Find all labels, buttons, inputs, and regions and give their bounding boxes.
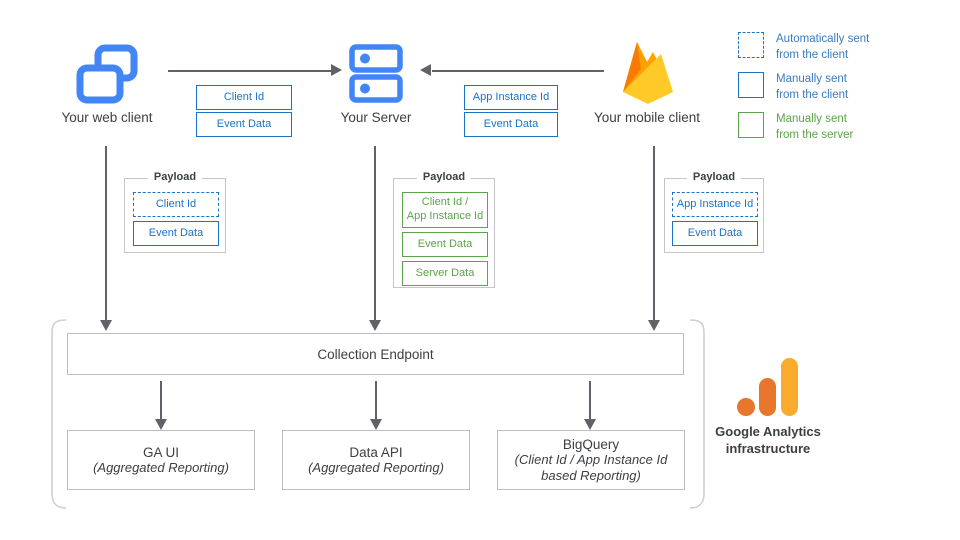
arrow-web-down-head bbox=[100, 320, 112, 331]
arrow-endpoint-to-bigquery-line bbox=[589, 381, 591, 421]
output-subtitle-ga-ui: (Aggregated Reporting) bbox=[93, 459, 229, 475]
firebase-flame-icon bbox=[617, 38, 679, 106]
legend-swatch-green-icon bbox=[738, 112, 764, 138]
arrow-web-down-line bbox=[105, 146, 107, 322]
legend-item-automatically-sent-client: Automatically sent from the client bbox=[738, 32, 869, 63]
arrow-server-down-head bbox=[369, 320, 381, 331]
browser-windows-icon bbox=[76, 42, 138, 104]
payload-group-server: Payload Client Id / App Instance Id Even… bbox=[393, 171, 495, 288]
output-box-data-api[interactable]: Data API (Aggregated Reporting) bbox=[282, 430, 470, 490]
arrow-web-to-server-line bbox=[168, 70, 333, 72]
web-client-label: Your web client bbox=[61, 110, 153, 125]
legend-label-manually-sent-client: Manually sent from the client bbox=[776, 73, 849, 101]
payload-item-server-ids: Client Id / App Instance Id bbox=[402, 192, 488, 228]
legend-item-manually-sent-server: Manually sent from the server bbox=[738, 112, 853, 143]
payload-item-mobile-app-instance-id: App Instance Id bbox=[672, 192, 758, 217]
server-racks-icon bbox=[348, 44, 404, 104]
collection-endpoint-label: Collection Endpoint bbox=[317, 346, 434, 362]
payload-item-web-client-id: Client Id bbox=[133, 192, 219, 217]
legend-label-manually-sent-server: Manually sent from the server bbox=[776, 113, 854, 141]
ga-infrastructure-caption: Google Analytics infrastructure bbox=[715, 424, 821, 456]
payload-item-web-event-data: Event Data bbox=[133, 221, 219, 246]
transit-chip-client-id: Client Id bbox=[196, 85, 292, 110]
payload-title-server: Payload bbox=[416, 171, 472, 183]
arrow-endpoint-to-ga-ui-line bbox=[160, 381, 162, 421]
payload-item-mobile-event-data: Event Data bbox=[672, 221, 758, 246]
legend-item-manually-sent-client: Manually sent from the client bbox=[738, 72, 848, 103]
output-subtitle-bigquery: (Client Id / App Instance Id based Repor… bbox=[514, 452, 668, 483]
arrow-endpoint-to-data-api-line bbox=[375, 381, 377, 421]
arrow-endpoint-to-data-api-head bbox=[370, 419, 382, 430]
arrow-mobile-down-line bbox=[653, 146, 655, 322]
transit-chip-event-data-mobile: Event Data bbox=[464, 112, 558, 137]
output-box-bigquery[interactable]: BigQuery (Client Id / App Instance Id ba… bbox=[497, 430, 685, 490]
payload-item-server-data: Server Data bbox=[402, 261, 488, 286]
payload-item-server-event-data: Event Data bbox=[402, 232, 488, 257]
arrow-endpoint-to-bigquery-head bbox=[584, 419, 596, 430]
legend-label-automatically-sent-client: Automatically sent from the client bbox=[776, 33, 870, 61]
output-title-ga-ui: GA UI bbox=[142, 444, 179, 460]
payload-title-mobile: Payload bbox=[686, 171, 742, 183]
google-analytics-logo-icon bbox=[737, 358, 799, 420]
mobile-client-label: Your mobile client bbox=[593, 110, 701, 125]
arrow-endpoint-to-ga-ui-head bbox=[155, 419, 167, 430]
arrow-mobile-to-server-line bbox=[432, 70, 604, 72]
output-box-ga-ui[interactable]: GA UI (Aggregated Reporting) bbox=[67, 430, 255, 490]
payload-title-web: Payload bbox=[147, 171, 203, 183]
arrow-web-to-server-head bbox=[331, 64, 342, 76]
arrow-mobile-to-server-head bbox=[420, 64, 431, 76]
arrow-server-down-line bbox=[374, 146, 376, 322]
arrow-mobile-down-head bbox=[648, 320, 660, 331]
output-subtitle-data-api: (Aggregated Reporting) bbox=[308, 459, 444, 475]
legend-swatch-dashed-blue-icon bbox=[738, 32, 764, 58]
output-title-data-api: Data API bbox=[349, 444, 403, 460]
server-label: Your Server bbox=[340, 110, 412, 125]
infrastructure-bracket bbox=[51, 319, 705, 509]
payload-group-web: Payload Client Id Event Data bbox=[124, 171, 226, 253]
legend-swatch-blue-icon bbox=[738, 72, 764, 98]
output-title-bigquery: BigQuery bbox=[562, 437, 620, 453]
transit-chip-event-data: Event Data bbox=[196, 112, 292, 137]
payload-group-mobile: Payload App Instance Id Event Data bbox=[664, 171, 764, 253]
transit-chip-app-instance-id: App Instance Id bbox=[464, 85, 558, 110]
collection-endpoint-box[interactable]: Collection Endpoint bbox=[67, 333, 684, 375]
